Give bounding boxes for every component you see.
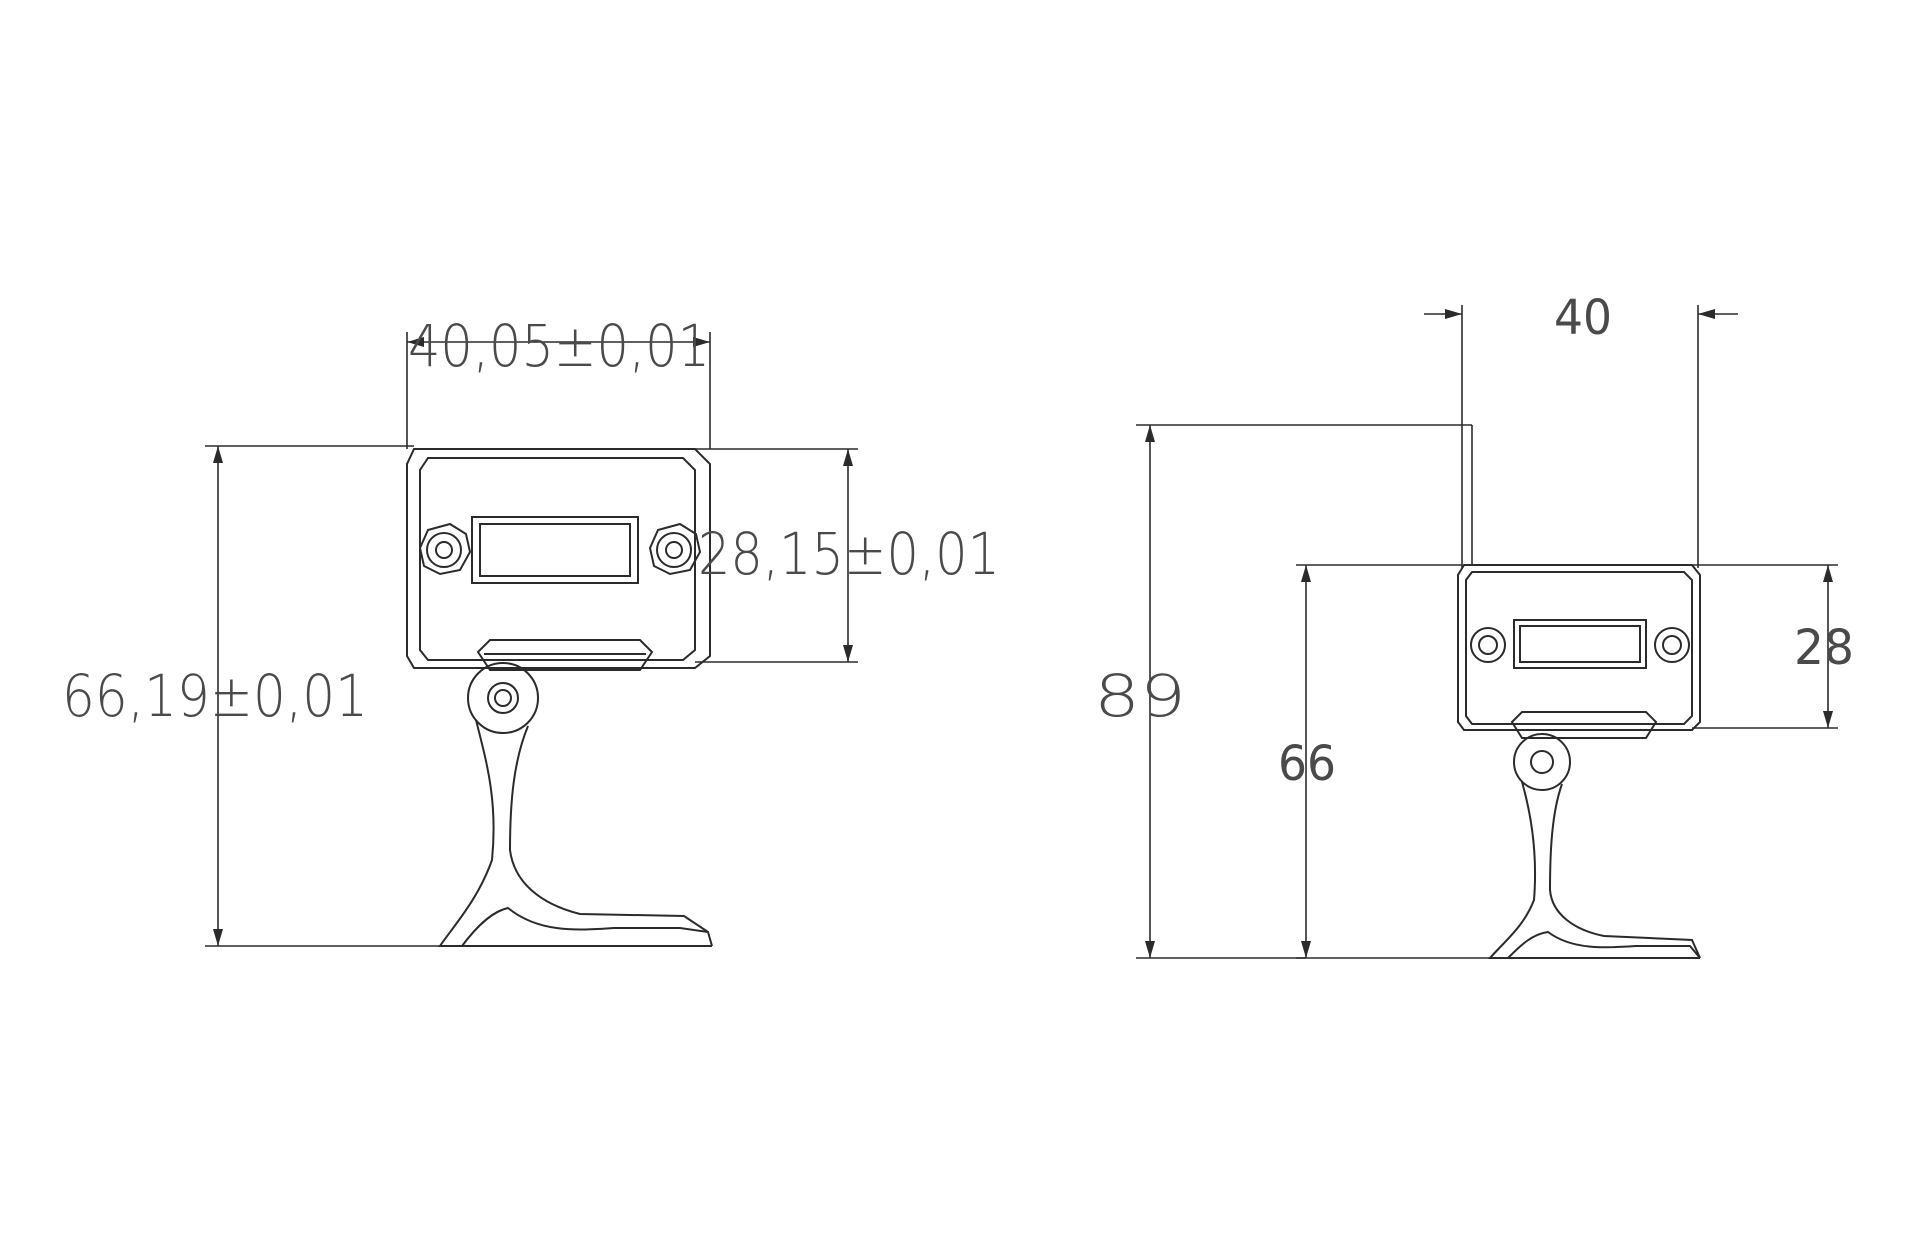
right-dim-height-top-label: 28 <box>1794 620 1854 676</box>
left-screw-icon <box>418 522 472 576</box>
right-view: 40 28 66 89 <box>1094 290 1854 959</box>
right-dim-height-mid-label: 66 <box>1278 736 1336 792</box>
right-view-left-screw-icon <box>1470 627 1506 663</box>
left-dim-width: 40,05±0,01 <box>406 312 711 449</box>
right-display-window <box>1513 619 1647 669</box>
right-stand <box>1487 733 1701 959</box>
left-display-window <box>471 516 639 584</box>
left-view: 40,05±0,01 28,15±0,01 66,19±0,01 <box>62 312 1000 947</box>
left-stand <box>438 662 713 947</box>
left-dim-height-total: 66,19±0,01 <box>62 445 440 947</box>
right-dim-height-total: 89 <box>1094 424 1473 959</box>
right-view-right-screw-icon <box>1654 627 1690 663</box>
left-dim-height-top-label: 28,15±0,01 <box>698 520 1000 588</box>
right-dim-width: 40 <box>1424 290 1738 568</box>
right-dim-height-total-label: 89 <box>1094 662 1186 730</box>
right-dim-width-label: 40 <box>1554 290 1612 346</box>
right-screw-icon <box>648 522 702 576</box>
left-dim-width-label: 40,05±0,01 <box>408 312 710 380</box>
right-dim-height-mid: 66 <box>1278 564 1490 959</box>
left-dim-height-total-label: 66,19±0,01 <box>62 662 368 730</box>
left-housing <box>406 448 711 671</box>
right-housing <box>1457 564 1701 739</box>
left-dim-height-top: 28,15±0,01 <box>695 448 1000 663</box>
right-dim-height-top: 28 <box>1692 564 1854 729</box>
